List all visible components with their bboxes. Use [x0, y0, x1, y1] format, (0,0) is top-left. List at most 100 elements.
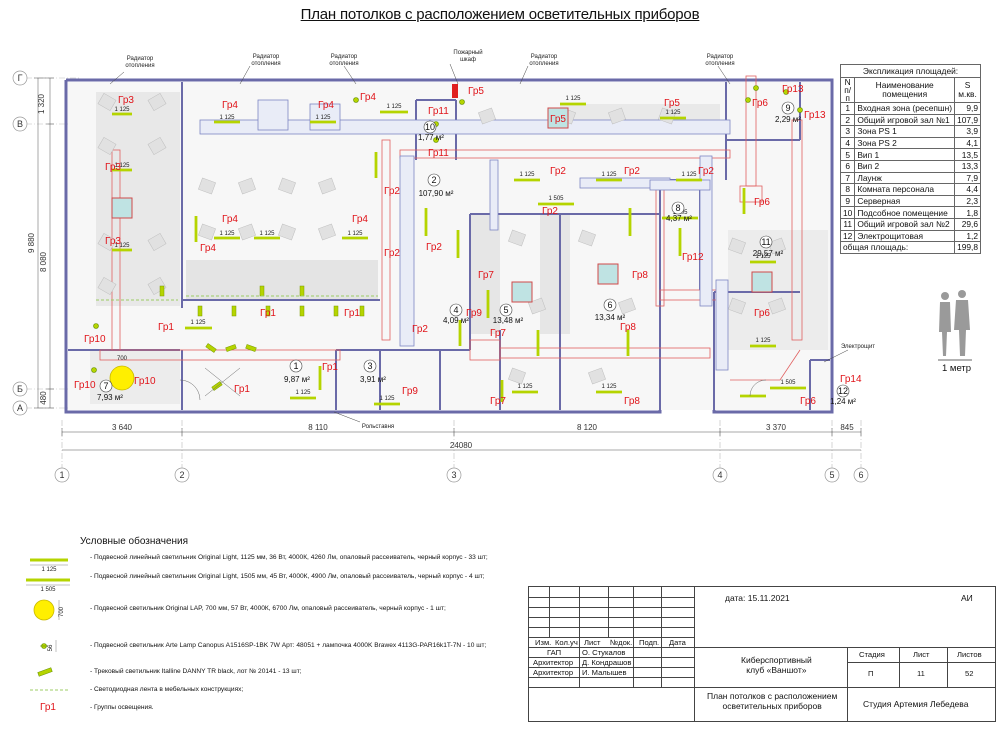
group-label: Гр14 — [840, 374, 862, 385]
stamp-code: АИ — [961, 593, 973, 603]
stamp-person: Д. Кондрашов — [582, 658, 632, 667]
group-label: Гр2 — [698, 166, 714, 177]
legend-item: - Подвесной светильник Original LAP, 700… — [90, 605, 446, 612]
air-ducts — [199, 99, 731, 371]
room-area: 9,87 м² — [284, 375, 310, 384]
room-area: 7,93 м² — [97, 393, 123, 402]
scale-label: 1 метр — [942, 363, 972, 374]
light-dim-label: 1 125 — [295, 390, 311, 396]
stamp-stage: П — [868, 669, 874, 678]
col-header-n: N п/п — [839, 77, 856, 103]
light-dim-label: 1 125 — [386, 104, 402, 110]
room-area: 13,34 м² — [595, 313, 626, 322]
light-dim-label: 1 125 — [347, 231, 363, 237]
stamp-sheet-label: Лист — [913, 650, 930, 659]
dim-left-1320: 1 320 — [37, 93, 46, 114]
callout-leaders — [109, 63, 849, 423]
axis-label-2: 2 — [179, 470, 184, 480]
stamp-hdr: Кол.уч — [555, 638, 578, 647]
light-dim-label: 1 125 — [219, 231, 235, 237]
room-area: 1,77 м² — [418, 133, 444, 142]
stamp-hdr: Подп. — [639, 638, 660, 647]
group-label: Гр10 — [74, 380, 96, 391]
group-label: Гр5 — [664, 98, 680, 109]
room-area: 2,29 м² — [775, 115, 801, 124]
group-label: Гр9 — [466, 308, 482, 319]
group-label: Гр10 — [84, 334, 106, 345]
room-area: 4,09 м² — [443, 316, 469, 325]
light-dim-label: 1 125 — [114, 163, 130, 169]
light-dim-label: 1 125 — [259, 231, 275, 237]
total-label: общая площадь: — [839, 241, 956, 254]
legend-round-dim: 700 — [59, 606, 65, 617]
legend-spot-dim: 56 — [48, 644, 54, 651]
axis-label-b: Б — [17, 384, 23, 394]
group-label: Гр7 — [478, 270, 494, 281]
group-label: Гр2 — [624, 166, 640, 177]
axis-markers — [12, 70, 869, 483]
scale-figures — [938, 290, 972, 361]
area-explication-table: Экспликация площадей: N п/п Наименование… — [839, 64, 982, 254]
light-dim-label: 1 125 — [519, 172, 535, 178]
group-label: Гр1 — [158, 322, 174, 333]
axis-label-5: 5 — [829, 470, 834, 480]
col-header-s: S м.кв. — [954, 77, 982, 103]
table-total-row: общая площадь:199,8 — [839, 241, 982, 254]
room-area: 29,57 м² — [753, 249, 784, 258]
group-label: Гр8 — [620, 322, 636, 333]
light-dim-label: 1 125 — [755, 338, 771, 344]
ventilation-ducts — [99, 75, 803, 381]
light-dim-label-long: 1 505 — [780, 380, 796, 386]
title-block: дата: 15.11.2021 АИ Изм. Кол.уч Лист №до… — [528, 586, 996, 722]
light-dim-label: 1 125 — [190, 320, 206, 326]
round-light-size: 700 — [117, 356, 128, 362]
stamp-date: дата: 15.11.2021 — [725, 593, 790, 603]
room-markers — [99, 101, 850, 398]
group-label: Гр3 — [105, 236, 121, 247]
dim-1-2: 3 640 — [112, 423, 133, 432]
group-label: Гр13 — [782, 84, 804, 95]
axis-label-a: А — [17, 403, 23, 413]
room-number: 9 — [785, 103, 790, 113]
stamp-role: Архитектор — [533, 668, 574, 677]
legend-item: - Группы освещения. — [90, 704, 154, 711]
light-dim-label: 1 125 — [219, 115, 235, 121]
legend-item: - Светодиодная лента в мебельных констру… — [90, 686, 244, 693]
stamp-studio: Студия Артемия Лебедева — [863, 699, 969, 709]
group-label: Гр4 — [222, 100, 238, 111]
axis-label-6: 6 — [858, 470, 863, 480]
group-label: Гр2 — [412, 324, 428, 335]
floor-fill — [68, 82, 830, 410]
dimension-lines — [34, 77, 862, 451]
group-label: Гр9 — [402, 386, 418, 397]
room-area: 3,91 м² — [360, 375, 386, 384]
dim-left-8080: 8 080 — [39, 251, 48, 272]
room-number: 8 — [675, 203, 680, 213]
stamp-hdr: Лист — [584, 638, 601, 647]
furniture — [97, 92, 786, 385]
group-label: Гр5 — [468, 86, 484, 97]
stamp-role: Архитектор — [533, 658, 574, 667]
stamp-person: О. Стукалов — [582, 648, 626, 657]
legend-symbols — [26, 558, 70, 691]
stamp-sheets-label: Листов — [957, 650, 982, 659]
group-label: Гр4 — [200, 243, 216, 254]
legend-group-sample: Гр1 — [40, 702, 56, 713]
group-label: Гр7 — [490, 328, 506, 339]
table-caption: Экспликация площадей: — [839, 64, 982, 78]
legend-title: Условные обозначения — [80, 536, 189, 547]
room-area: 1,24 м² — [830, 397, 856, 406]
group-label: Гр13 — [804, 110, 826, 121]
dim-5-6: 845 — [840, 423, 854, 432]
room-number: 7 — [103, 381, 108, 391]
stamp-sheet-title: План потолков с расположением осветитель… — [707, 691, 838, 711]
